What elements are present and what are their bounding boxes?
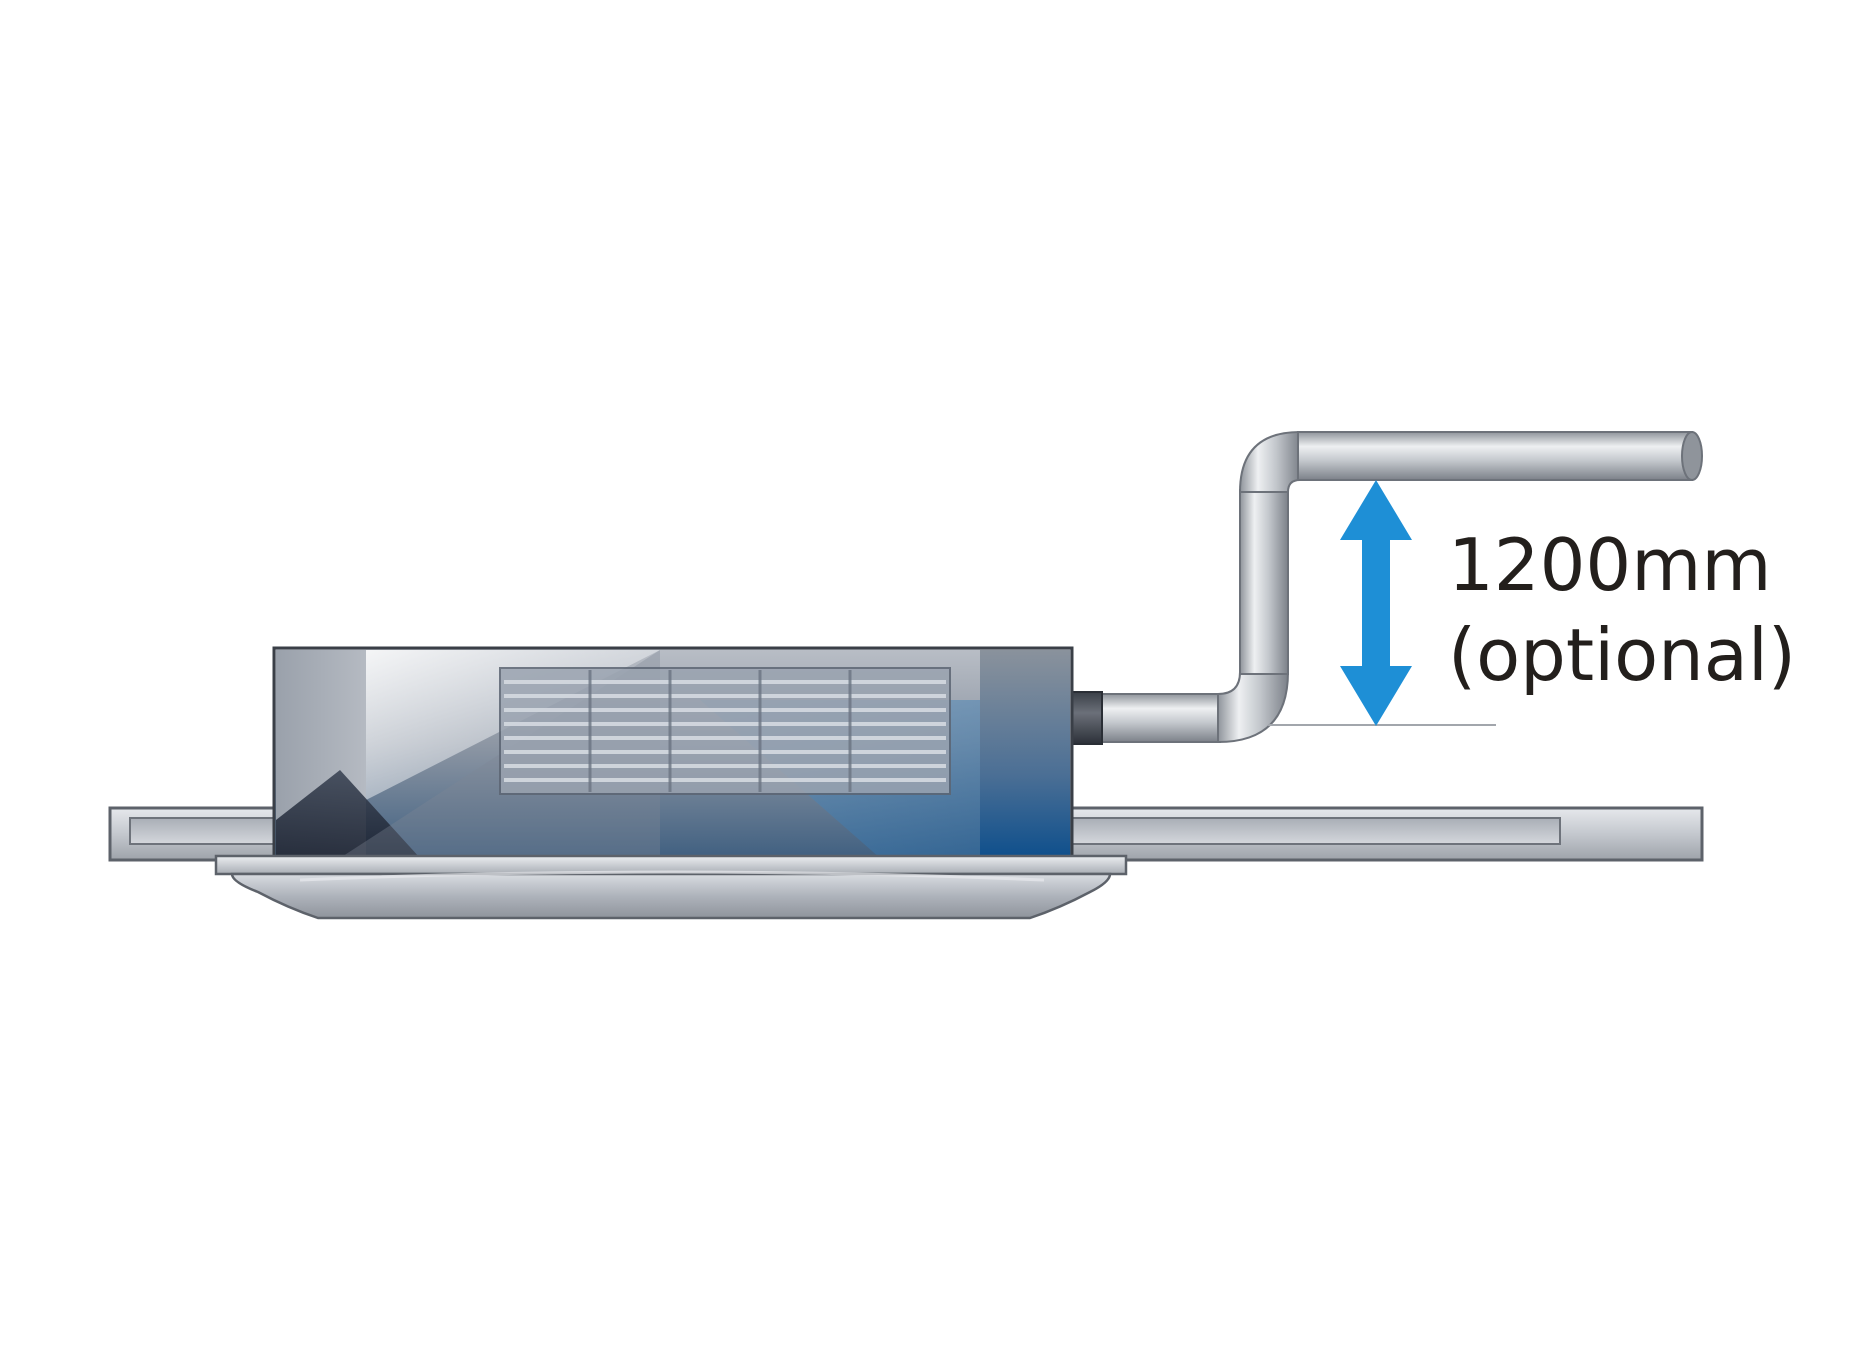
dimension-arrow (1340, 480, 1412, 726)
cassette-unit (272, 646, 1074, 862)
air-grille (499, 667, 951, 795)
decoration-panel (214, 854, 1128, 920)
drain-pipe (1071, 430, 1703, 745)
dimension-note-label: (optional) (1448, 613, 1796, 697)
dimension-value-label: 1200mm (1448, 523, 1772, 607)
